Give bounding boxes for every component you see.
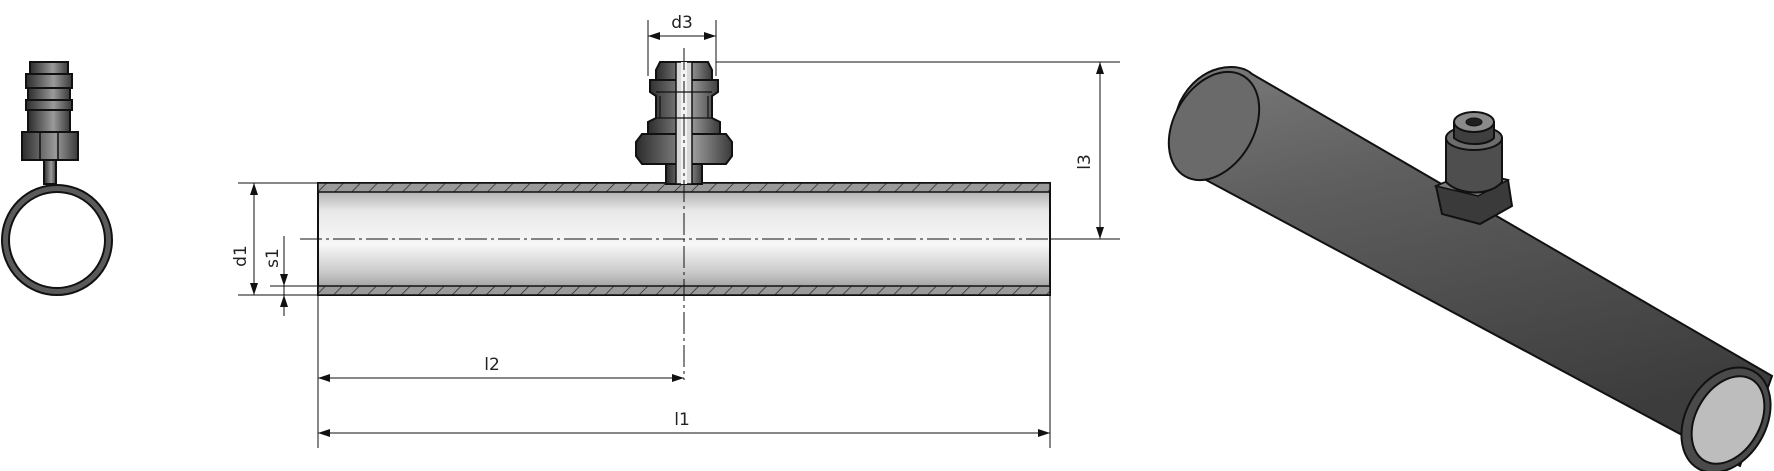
render-pipe-left-end (1167, 70, 1261, 182)
dimension-l1: l1 (318, 295, 1051, 448)
dimension-s1: s1 (263, 236, 318, 316)
dimension-l2: l2 (317, 295, 684, 448)
end-view-fitting (21, 61, 79, 185)
dimension-label-l2: l2 (484, 355, 500, 375)
dimension-d3: d3 (647, 13, 717, 76)
dimension-label-l3: l3 (1075, 154, 1095, 170)
dimension-d1: d1 (231, 182, 318, 296)
dimension-label-l1: l1 (674, 410, 690, 430)
render-fitting-bore (1465, 117, 1483, 127)
render-view (1167, 66, 1774, 471)
render-fitting (1433, 111, 1514, 226)
end-view (1, 61, 113, 296)
section-view: d3 l3 d1 s1 (231, 13, 1120, 448)
dimension-label-s1: s1 (263, 248, 283, 268)
dimension-label-d1: d1 (231, 245, 251, 267)
render-pipe-right-end-inner (1690, 375, 1766, 465)
dimension-l3: l3 (716, 61, 1120, 240)
dimension-label-d3: d3 (671, 13, 693, 33)
end-view-ring (1, 184, 113, 296)
